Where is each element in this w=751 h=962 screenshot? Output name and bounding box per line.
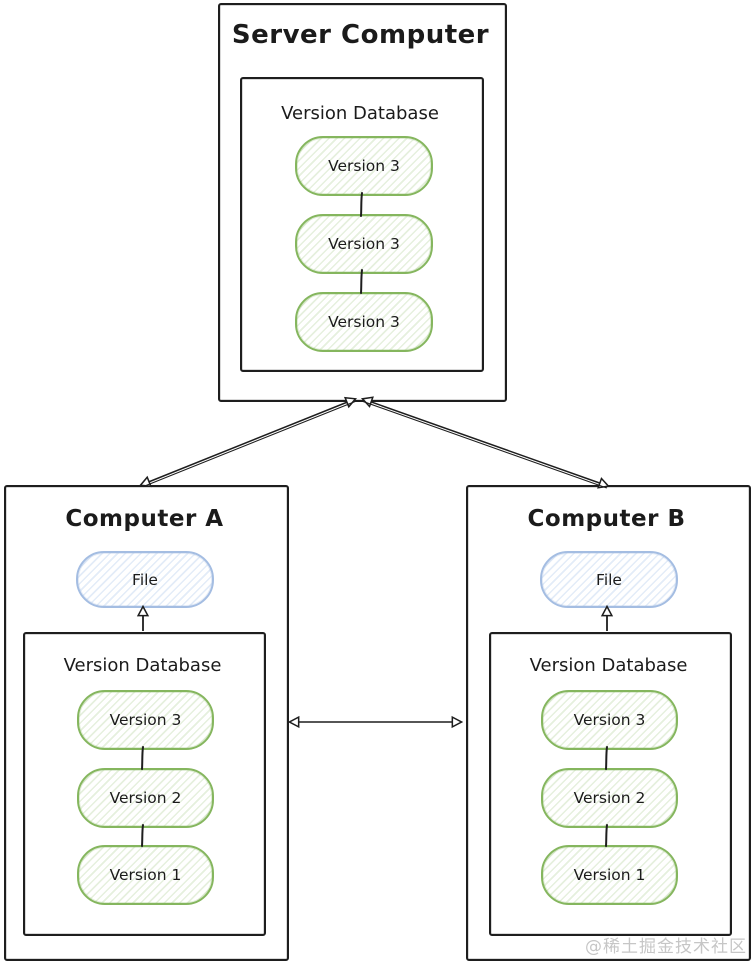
computer-b-version-pill-2: Version 2 [541,768,678,828]
computer-a-version-pill-1-label: Version 3 [109,711,182,729]
server-version-pill-2: Version 3 [295,214,433,274]
watermark: @稀土掘金技术社区 [585,937,747,957]
computer-a-version-database-title: Version Database [63,655,222,676]
computer-b-version-pill-1: Version 3 [541,690,678,750]
computer-a-title: Computer A [65,506,224,532]
computer-a-version-database-box [23,632,266,936]
server-version-pill-2-label: Version 3 [328,235,400,253]
computer-a-version-pill-3: Version 1 [77,845,214,905]
computer-a-version-pill-3-label: Version 1 [109,866,182,884]
server-version-pill-3: Version 3 [295,292,433,352]
computer-b-version-pill-3: Version 1 [541,845,678,905]
server-computer-title: Server Computer [231,20,490,50]
computer-b-file-pill: File [540,551,678,608]
arrow-server-computer-a [138,396,358,488]
computer-b-file-label: File [596,570,622,589]
computer-b-title: Computer B [527,506,686,532]
server-version-pill-1-label: Version 3 [328,157,400,175]
computer-a-version-pill-2: Version 2 [77,768,214,828]
computer-b-version-pill-1-label: Version 3 [573,711,646,729]
computer-b-version-pill-2-label: Version 2 [573,789,646,807]
server-version-database-box [240,77,484,372]
computer-a-file-pill: File [76,551,214,608]
server-version-pill-3-label: Version 3 [328,313,400,331]
computer-b-version-pill-3-label: Version 1 [573,866,646,884]
computer-a-file-label: File [132,570,158,589]
arrow-server-computer-b [360,396,611,489]
computer-a-version-pill-2-label: Version 2 [109,789,182,807]
server-version-pill-1: Version 3 [295,136,433,196]
server-version-database-title: Version Database [281,103,439,124]
computer-a-version-pill-1: Version 3 [77,690,214,750]
computer-b-version-database-title: Version Database [529,655,688,676]
computer-b-version-database-box [489,632,732,936]
